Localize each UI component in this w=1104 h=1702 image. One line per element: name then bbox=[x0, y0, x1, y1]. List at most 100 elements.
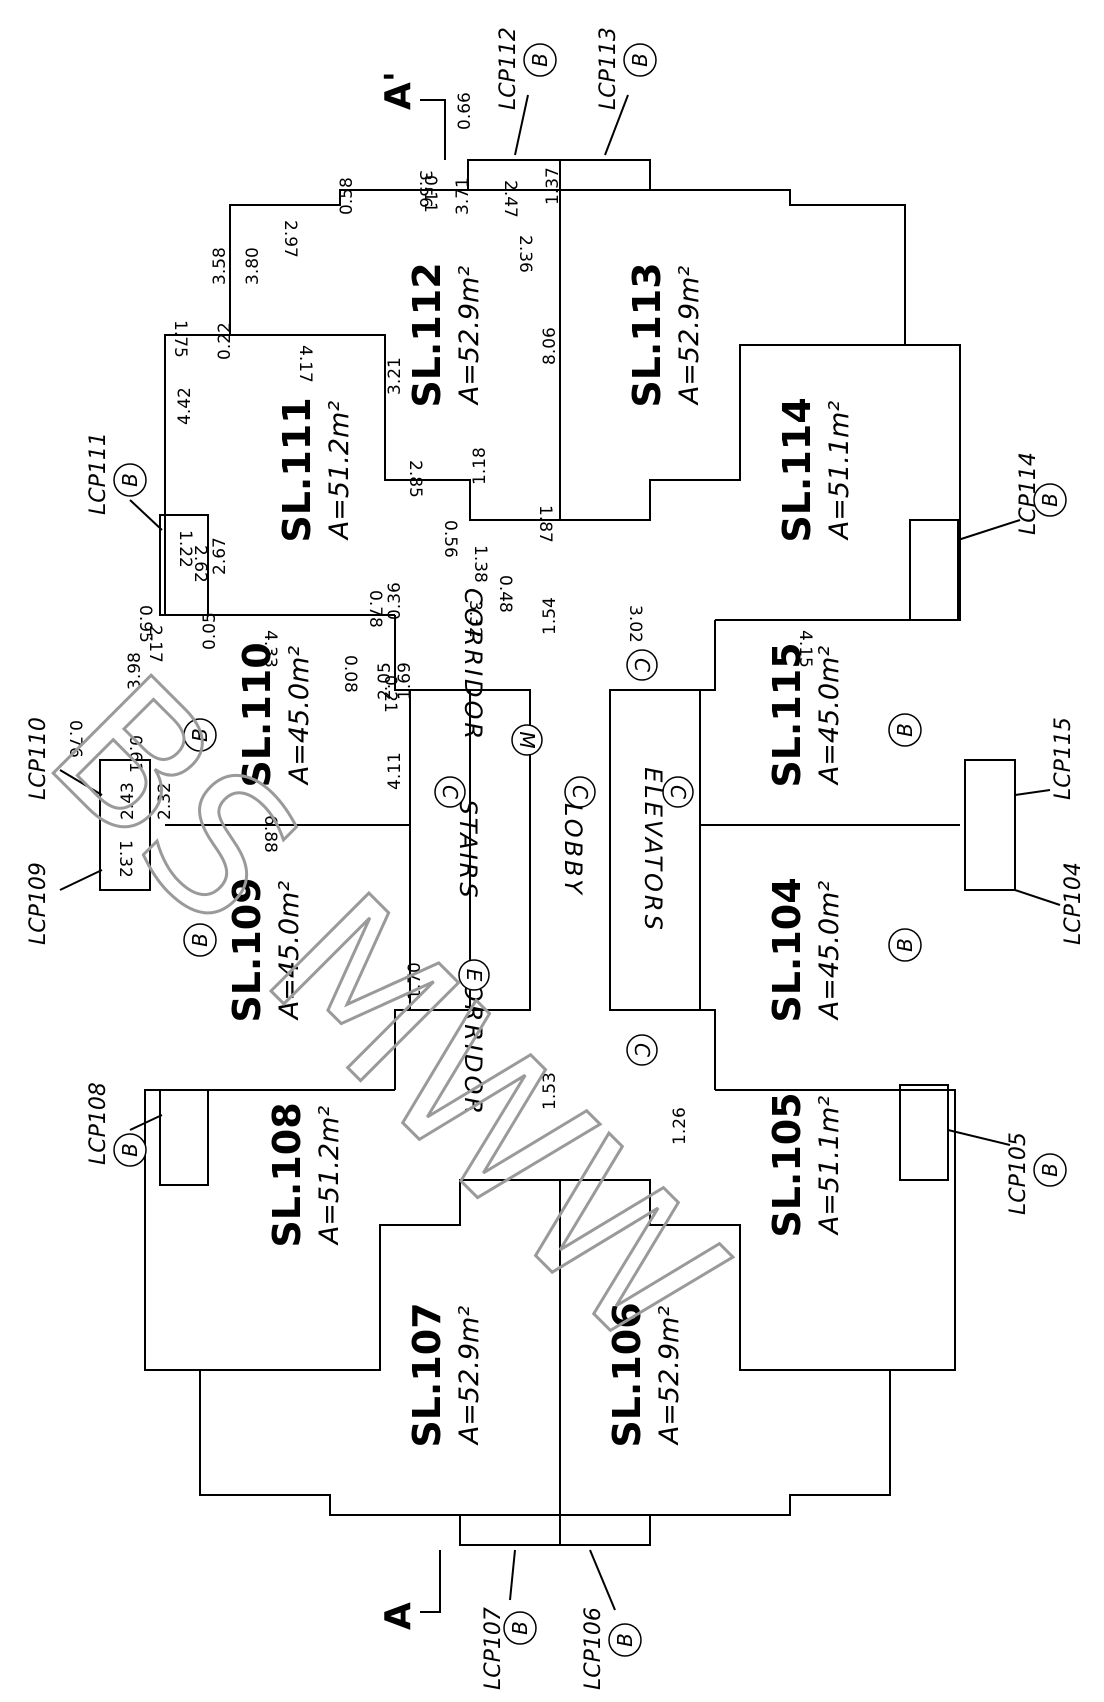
unit-name: SL.114 bbox=[775, 397, 819, 542]
dim-label: 4.17 bbox=[295, 345, 315, 383]
dim-label: 1.37 bbox=[543, 167, 563, 205]
dim-label: 0.78 bbox=[365, 590, 385, 628]
lcp-badge: B bbox=[508, 1621, 532, 1635]
unit-area: A=52.9m² bbox=[674, 266, 705, 407]
unit-name: SL.106 bbox=[605, 1302, 649, 1447]
dim-label: 0.58 bbox=[337, 177, 357, 215]
unit-partitions bbox=[99, 159, 1016, 1546]
unit-name: SL.108 bbox=[265, 1102, 309, 1247]
lcp-arrow bbox=[957, 519, 1021, 541]
lcp-badge: B bbox=[893, 723, 917, 737]
dim-label: 3.58 bbox=[210, 247, 230, 285]
dim-label: 3.02 bbox=[625, 605, 645, 643]
unit-area: A=51.1m² bbox=[824, 401, 855, 542]
dim-label: 3.56 bbox=[415, 170, 435, 208]
unit-area: A=45.0m² bbox=[814, 881, 845, 1022]
dim-label: 1.38 bbox=[470, 545, 490, 583]
unit-name: SL.115 bbox=[765, 642, 809, 787]
circle-mark: E bbox=[462, 969, 486, 982]
lcp-label: LCP112 bbox=[496, 27, 521, 110]
lcp-arrow bbox=[514, 94, 529, 156]
dim-label: 2.47 bbox=[500, 180, 520, 218]
unit-area: A=45.0m² bbox=[814, 646, 845, 787]
lcp-badge: B bbox=[628, 53, 652, 67]
room-label-stairs: STAIRS bbox=[454, 799, 482, 900]
lcp-callouts: LCP112 B LCP113 B LCP111 B LCP114 B LCP1… bbox=[26, 27, 1086, 1690]
watermark-text: BS MWW bbox=[8, 636, 764, 1392]
dim-label: 0.05 bbox=[200, 612, 220, 650]
dim-label: 4.33 bbox=[260, 630, 280, 668]
watermark: BS MWW bbox=[7, 634, 766, 1393]
dim-label: 0.56 bbox=[440, 520, 460, 558]
unit-area: A=51.2m² bbox=[324, 401, 355, 542]
lcp-arrow bbox=[947, 1129, 1011, 1146]
lcp-badge: B bbox=[118, 1143, 142, 1157]
lcp-label: LCP108 bbox=[86, 1082, 111, 1165]
unit-name: SL.110 bbox=[235, 642, 279, 787]
dim-label: 1.18 bbox=[470, 447, 490, 485]
unit-name: SL.111 bbox=[275, 397, 319, 542]
dim-label: 1.70 bbox=[405, 962, 425, 1000]
room-labels: CORRIDOR CORRIDOR STAIRS LOBBY ELEVATORS bbox=[454, 588, 667, 1117]
dim-label: 0.95 bbox=[135, 605, 155, 643]
lcp-label: LCP105 bbox=[1006, 1132, 1031, 1215]
dim-label: 2.32 bbox=[155, 782, 175, 820]
lcp-arrow bbox=[1014, 889, 1061, 906]
section-mark-left: A bbox=[378, 1602, 419, 1630]
lcp-label: LCP111 bbox=[86, 432, 111, 515]
lcp-arrow bbox=[1014, 789, 1051, 796]
lcp-badge: B bbox=[1038, 493, 1062, 507]
unit-labels: SL.112 A=52.9m² SL.113 A=52.9m² SL.111 A… bbox=[225, 262, 855, 1447]
room-label-elevators: ELEVATORS bbox=[639, 767, 667, 933]
lcp-arrow bbox=[59, 869, 103, 891]
dim-label: 2.36 bbox=[515, 235, 535, 273]
dim-label: 0.66 bbox=[455, 92, 475, 130]
core bbox=[394, 615, 716, 1090]
dim-label: 0.11 bbox=[420, 175, 440, 213]
lcp-label: LCP115 bbox=[1051, 717, 1076, 800]
lcp-arrow bbox=[129, 1114, 163, 1131]
dim-label: 2.97 bbox=[280, 220, 300, 258]
unit-name: SL.113 bbox=[625, 262, 669, 407]
circle-marks: C C C C C M E bbox=[434, 649, 694, 1066]
dim-label: 4.42 bbox=[175, 387, 195, 425]
lcp-label: LCP113 bbox=[596, 27, 621, 110]
dim-label: 3.71 bbox=[453, 177, 473, 215]
circle-mark: M bbox=[515, 731, 539, 748]
section-markers: A' A bbox=[378, 71, 446, 1630]
dim-label: 4.11 bbox=[385, 752, 405, 790]
unit-area: A=52.9m² bbox=[454, 1306, 485, 1447]
lcp-badge: B bbox=[528, 53, 552, 67]
dim-label: 1.54 bbox=[540, 597, 560, 635]
dim-label: 0.36 bbox=[385, 582, 405, 620]
circle-mark: C bbox=[666, 785, 690, 799]
dim-label: 8.06 bbox=[540, 327, 560, 365]
unit-area: A=45.0m² bbox=[284, 646, 315, 787]
dim-label: 2.17 bbox=[145, 625, 165, 663]
unit-name: SL.105 bbox=[765, 1092, 809, 1237]
dim-label: 4.15 bbox=[795, 630, 815, 668]
dim-label: 0.48 bbox=[495, 575, 515, 613]
room-label-lobby: LOBBY bbox=[559, 803, 587, 897]
room-label-corridor: CORRIDOR bbox=[459, 588, 487, 742]
dim-label: 3.21 bbox=[385, 357, 405, 395]
unit-area: A=45.0m² bbox=[274, 881, 305, 1022]
dim-label: 3.80 bbox=[243, 247, 263, 285]
dim-label: 1.69 bbox=[395, 662, 415, 700]
dim-label: 6.88 bbox=[260, 815, 280, 853]
unit-area: A=52.9m² bbox=[654, 1306, 685, 1447]
circle-mark: C bbox=[438, 785, 462, 799]
lcp-label: LCP110 bbox=[26, 717, 51, 800]
unit-area: A=51.1m² bbox=[814, 1096, 845, 1237]
dim-label: 3.32 bbox=[465, 600, 485, 638]
dim-label: 2.85 bbox=[405, 460, 425, 498]
unit-name: SL.109 bbox=[225, 877, 269, 1022]
dim-label: 1.87 bbox=[535, 505, 555, 543]
dim-label: 1.75 bbox=[170, 320, 190, 358]
section-mark-right: A' bbox=[378, 71, 419, 110]
dimensions: 0.66 0.11 2.47 1.37 3.71 3.56 0.58 2.36 … bbox=[65, 92, 815, 1145]
lcp-arrow bbox=[129, 499, 163, 531]
dim-label: 2.05 bbox=[375, 662, 395, 700]
dim-label: 1.22 bbox=[175, 530, 195, 568]
